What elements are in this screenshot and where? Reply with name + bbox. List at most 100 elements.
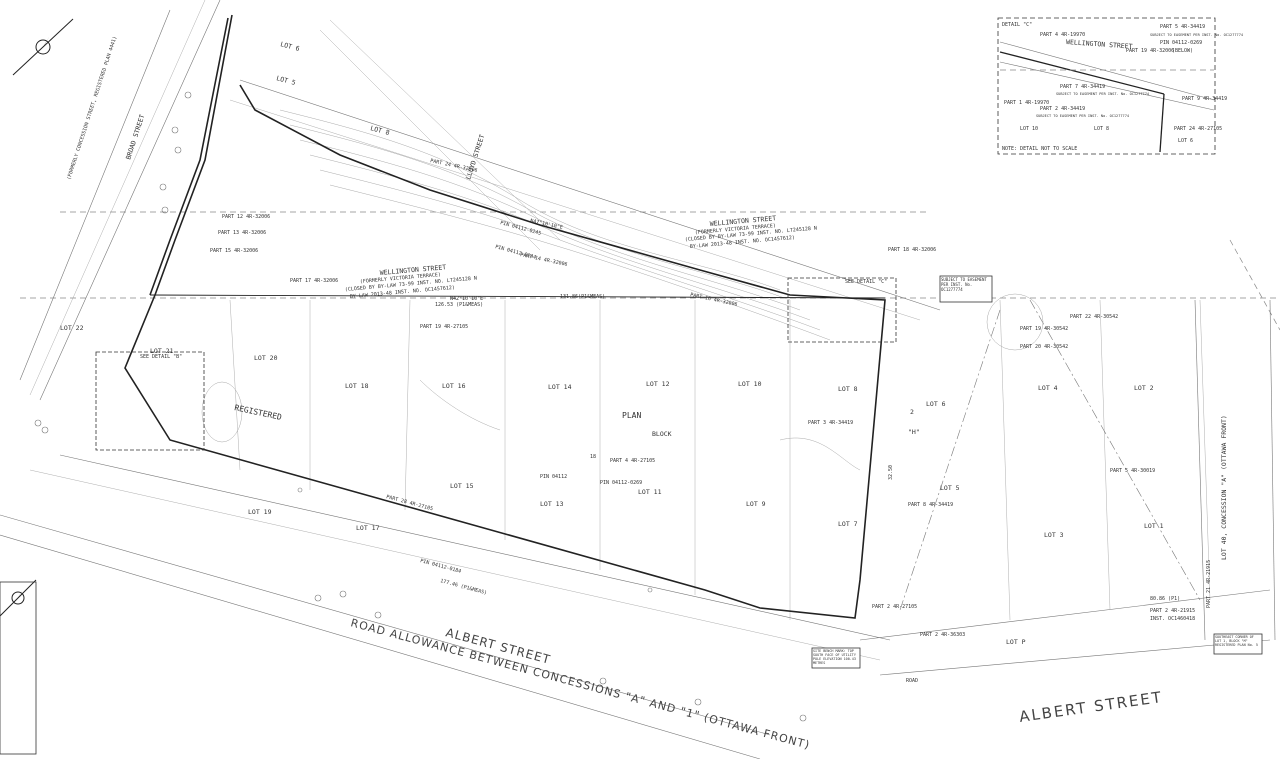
hill-street-line (1229, 239, 1280, 331)
lloyd-line-1 (329, 19, 561, 241)
lot-label: LOT 8 (838, 385, 858, 393)
tree (34, 419, 42, 427)
pin-label: PIN 04112 (540, 474, 567, 480)
detail-c-inset: DETAIL "C" WELLINGTON STREET PART 4 4R-1… (997, 17, 1243, 155)
tree (184, 91, 192, 99)
north-arrow-icon (12, 18, 74, 76)
lot-label: LOT 1 (1144, 522, 1164, 530)
part-label: PART 13 4R-32006 (218, 230, 266, 236)
detail-c-part-note: SUBJECT TO EASEMENT PER INST. No. OC1277… (1036, 114, 1129, 118)
plan-label: PLAN (622, 411, 641, 420)
detail-c-part-sub: (BELOW) (1172, 48, 1193, 54)
broad-street-note: (FORMERLY CONCESSION STREET, REGISTERED … (66, 36, 118, 181)
part-label: PART 5 4R-30019 (1110, 468, 1155, 474)
tree (339, 590, 347, 598)
detail-c-title: DETAIL "C" (1002, 22, 1032, 28)
part-label: PART 2 4R-21915 (1150, 608, 1195, 614)
part-label: PART 21 4R-21915 (1206, 560, 1212, 608)
southeast-corner-text: SOUTHEAST CORNER OF LOT 1, BLOCK "M" REG… (1215, 635, 1258, 647)
albert-street-right: ALBERT STREET (1018, 688, 1164, 726)
broad-street-line-2 (19, 9, 171, 381)
part-label: PART 12 4R-32006 (222, 214, 270, 220)
tree (799, 714, 807, 722)
part-label: PART 19 4R-27105 (420, 324, 468, 330)
detail-c-part-note: SUBJECT TO EASEMENT PER INST. No. OC1277… (1150, 33, 1243, 37)
distance-label: 126.53 (P1&MEAS) (435, 302, 483, 308)
road-allowance-line-1 (0, 514, 771, 736)
block-diagonal (899, 309, 1001, 611)
tree (159, 183, 167, 191)
detail-c-part: PART 9 4R-34419 (1182, 96, 1227, 102)
part-label: PART 8 4R-34419 (908, 502, 953, 508)
contour-3 (299, 139, 801, 311)
contour-5 (319, 169, 821, 331)
key-plan-box (0, 581, 37, 755)
albert-east-north (859, 589, 1271, 641)
tree (647, 587, 653, 593)
lot-label: LOT 6 (926, 400, 946, 408)
tree (374, 611, 382, 619)
lot-label: LOT 17 (356, 524, 380, 532)
lot-label: LOT 21 (150, 347, 174, 355)
road-allowance-line-2 (0, 534, 761, 759)
easement-text: SUBJECT TO EASEMENT PER INST. No. OC1277… (941, 277, 987, 292)
block-label: BLOCK (652, 430, 672, 438)
detail-c-part-note: SUBJECT TO EASEMENT PER INST. No. OC1277… (1056, 92, 1149, 96)
tree (694, 698, 702, 706)
lot-label: LOT 15 (450, 482, 474, 490)
roundabout-circle (986, 293, 1044, 351)
detail-c-lot: LOT 8 (1094, 126, 1109, 132)
benchmark-text-wrap: SITE BENCH MARK: TOP SOUTH FACE OF UTILI… (813, 649, 856, 665)
north-arrow-icon (0, 579, 37, 617)
benchmark-text: SITE BENCH MARK: TOP SOUTH FACE OF UTILI… (813, 649, 856, 665)
part-label: PART 2 4R-36303 (920, 632, 965, 638)
part-label: PART 19 4R-30542 (1020, 326, 1068, 332)
part-label: PART 17 4R-32006 (290, 278, 338, 284)
broad-street: BROAD STREET (124, 113, 146, 160)
tree (161, 206, 169, 214)
lot-label: LOT 19 (248, 508, 272, 516)
wellington-upper-line (239, 79, 941, 311)
albert-north-line (59, 454, 891, 641)
lot-label: LOT P (1006, 638, 1026, 646)
contour-4 (309, 154, 811, 321)
distance-label: 32.50 (888, 465, 894, 480)
block-diagonal-2 (1029, 299, 1201, 601)
part-label: PART 22 4R-30542 (1070, 314, 1118, 320)
lot-label: LOT 18 (345, 382, 369, 390)
contour-8 (779, 437, 861, 471)
distance-label: 131.86(P1&MEAS) (560, 294, 605, 300)
lot-label: LOT 7 (838, 520, 858, 528)
pin-label: PIN 04112-0269 (600, 480, 642, 486)
part-label: PART 16 4R-32006 (690, 292, 738, 308)
easement-box (939, 275, 993, 303)
detail-c-lot: LOT 10 (1020, 126, 1038, 132)
tree-symbols (34, 91, 807, 722)
lloyd-line-2 (319, 29, 541, 251)
easement-text-wrap: SUBJECT TO EASEMENT PER INST. No. OC1277… (941, 277, 987, 292)
detail-c-part: PART 4 4R-19970 (1040, 32, 1085, 38)
lot-label: LOT 10 (738, 380, 762, 388)
detail-c-frame (997, 17, 1216, 155)
block-h-label: "H" (908, 428, 920, 436)
road-allowance: ROAD ALLOWANCE BETWEEN CONCESSIONS "A" A… (349, 616, 811, 752)
detail-c-part: PART 5 4R-34419 (1160, 24, 1205, 30)
southeast-corner-text-wrap: SOUTHEAST CORNER OF LOT 1, BLOCK "M" REG… (1215, 635, 1258, 647)
distance-label: 80.86 (P1) (1150, 596, 1180, 602)
detail-c-part: PART 24 4R-27105 (1174, 126, 1222, 132)
detail-b-box (95, 351, 205, 451)
property-boundary (124, 14, 886, 619)
part-label: PART 4 4R-27105 (610, 458, 655, 464)
part-label: PART 20 4R-30542 (1020, 344, 1068, 350)
registered-label: REGISTERED (234, 403, 283, 422)
part-label: PART 15 4R-32006 (210, 248, 258, 254)
lot-label: LOT 4 (1038, 384, 1058, 392)
part-label: PART 18 4R-32006 (888, 247, 936, 253)
lot40-concession: LOT 40, CONCESSION "A" (OTTAWA FRONT) (1220, 415, 1228, 560)
boundary-outline (124, 14, 886, 619)
lot-label: LOT 13 (540, 500, 564, 508)
contour-6 (329, 184, 831, 341)
lot-line-v9 (1099, 299, 1111, 611)
southeast-corner-box (1213, 633, 1263, 655)
